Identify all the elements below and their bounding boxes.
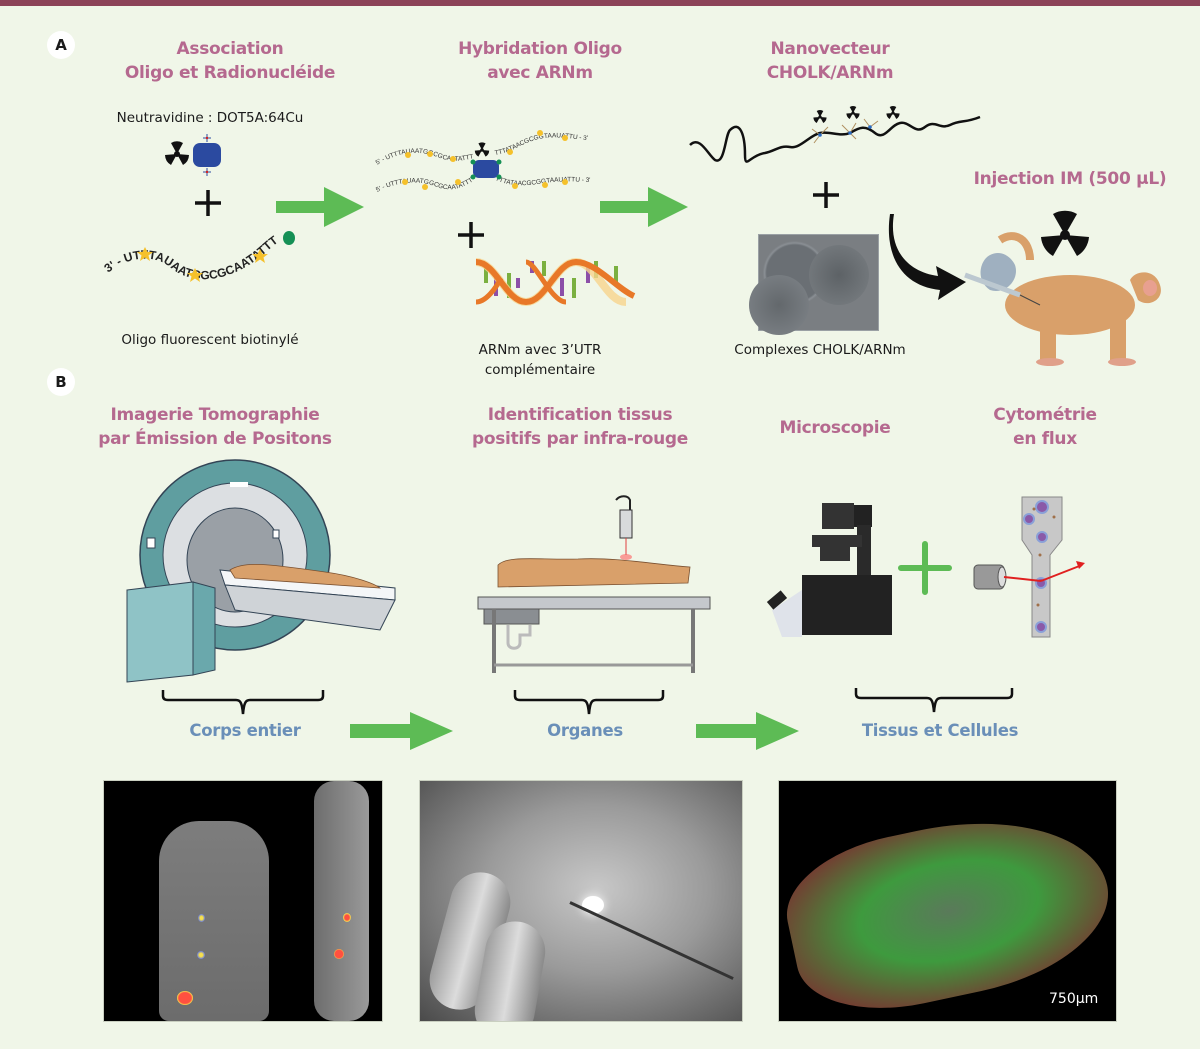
plus-icon <box>898 541 952 595</box>
method-cytometrie-heading: Cytométrie en flux <box>975 403 1115 451</box>
infrared-surgery-image <box>419 780 743 1022</box>
radiation-icon <box>1041 210 1089 256</box>
oligo-strand-illustration: 3' - UTTTAUAATGGCGCAATATTT <box>101 231 295 282</box>
heading-line: en flux <box>1013 429 1077 449</box>
heading-line: Hybridation Oligo <box>458 39 622 59</box>
arrow-right-icon <box>696 712 799 750</box>
stage-label-corps-entier: Corps entier <box>189 721 301 740</box>
mrna-caption: ARNm avec 3’UTR complémentaire <box>440 340 640 380</box>
body-coronal <box>159 821 269 1021</box>
scale-bar-label: 750µm <box>1049 991 1099 1007</box>
pet-hotspot <box>198 914 205 922</box>
hybridized-complex-illustration: 5' - UTTTAUAATGGCGCAATATTT 5' - UTTTAUAA… <box>375 130 590 194</box>
heading-line: Cytométrie <box>993 405 1097 425</box>
nanovector-strand-illustration <box>689 106 981 163</box>
pet-hotspot <box>343 913 351 922</box>
step-nanovecteur-heading: Nanovecteur CHOLK/ARNm <box>730 37 930 85</box>
arrow-right-icon <box>350 712 453 750</box>
heading-line: CHOLK/ARNm <box>766 63 894 83</box>
brace-organes <box>513 690 665 715</box>
svg-text:TTTATAACGCGGTAAUATTU - 3': TTTATAACGCGGTAAUATTU - 3' <box>494 175 590 187</box>
heading-line: Nanovecteur <box>770 39 890 59</box>
heading-line: positifs par infra-rouge <box>471 429 689 449</box>
stage-label-tissus-cellules: Tissus et Cellules <box>861 721 1019 740</box>
brace-tissus-cellules <box>854 688 1014 713</box>
curved-arrow-icon <box>888 214 966 300</box>
fluorophore-stars <box>137 247 268 282</box>
forceps <box>569 901 734 980</box>
infrared-table-illustration <box>477 495 711 673</box>
brace-corps-entier <box>161 690 325 715</box>
panel-a-badge: A <box>47 31 75 59</box>
fluorescence-microscopy-image: 750µm <box>778 780 1117 1022</box>
stage-label-organes: Organes <box>547 721 623 740</box>
heading-line: Association <box>176 39 284 59</box>
method-infrared-heading: Identification tissus positifs par infra… <box>440 403 720 451</box>
vesicle <box>809 245 869 305</box>
monkey-illustration <box>964 232 1161 366</box>
mrna-helix-illustration <box>475 257 636 307</box>
pet-hotspot <box>177 991 193 1005</box>
neutravidin-label: Neutravidine : DOT5A:64Cu <box>116 110 304 126</box>
pet-hotspot <box>197 951 205 959</box>
pet-hotspot <box>334 949 344 959</box>
biotin-dot <box>283 231 295 245</box>
neutravidin-icon <box>193 134 221 176</box>
heading-line: par Émission de Positons <box>98 429 332 449</box>
arrow-right-icon <box>276 187 364 227</box>
tissue-section <box>779 794 1116 1021</box>
strand-text: TTTATAACGCGGTAAUATTU - 3' <box>494 175 590 187</box>
oligo-caption: Oligo fluorescent biotinylé <box>121 332 299 348</box>
vesicle <box>749 275 809 335</box>
complexes-caption: Complexes CHOLK/ARNm <box>734 342 906 358</box>
radiation-icon <box>165 141 189 165</box>
cryo-em-image <box>749 234 879 335</box>
heading-line: Imagerie Tomographie <box>110 405 320 425</box>
microscope-illustration <box>766 503 892 637</box>
flow-cytometry-illustration <box>973 496 1085 638</box>
method-microscopie-heading: Microscopie <box>779 418 891 438</box>
pet-ct-scan-image <box>103 780 383 1022</box>
injection-heading: Injection IM (500 µL) <box>973 169 1167 189</box>
step-association-heading: Association Oligo et Radionucléide <box>80 37 380 85</box>
heading-line: avec ARNm <box>487 63 593 83</box>
top-accent-bar <box>0 0 1200 6</box>
body-sagittal <box>314 781 369 1021</box>
pet-scanner-illustration <box>126 459 396 683</box>
svg-text:5' - UTTTAUAATGGCGCAATATTT: 5' - UTTTAUAATGGCGCAATATTT <box>375 148 475 167</box>
step-hybridation-heading: Hybridation Oligo avec ARNm <box>420 37 660 85</box>
plus-icon <box>813 182 839 208</box>
arrow-right-icon <box>600 187 688 227</box>
heading-line: Oligo et Radionucléide <box>124 63 336 83</box>
caption-line: complémentaire <box>484 362 596 378</box>
panel-b-badge: B <box>47 368 75 396</box>
strand-text: 5' - UTTTAUAATGGCGCAATATTT <box>375 148 475 167</box>
method-pet-heading: Imagerie Tomographie par Émission de Pos… <box>70 403 360 451</box>
plus-icon <box>195 190 221 216</box>
caption-line: ARNm avec 3’UTR <box>478 342 602 358</box>
heading-line: Identification tissus <box>487 405 673 425</box>
plus-icon <box>458 222 484 248</box>
